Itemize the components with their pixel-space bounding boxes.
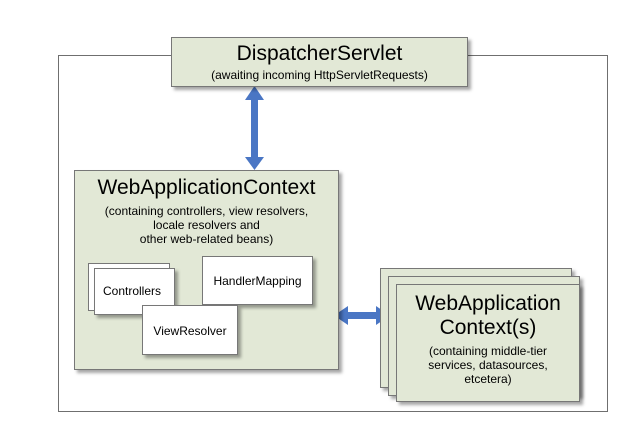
- root-context-title-line2: Context(s): [439, 316, 537, 339]
- vertical-double-arrow: [245, 86, 264, 170]
- web-context-desc-line1: (containing controllers, view resolvers,: [104, 204, 309, 218]
- web-context-desc-line2: locale resolvers and: [153, 218, 260, 232]
- root-context-desc-line2: services, datasources,: [428, 358, 548, 372]
- root-context-desc-line3: etcetera): [464, 372, 512, 386]
- root-context-title-line1: WebApplication: [415, 292, 561, 315]
- controllers-label: Controllers: [103, 284, 162, 298]
- root-web-application-context-box: WebApplication Context(s) (containing mi…: [396, 284, 580, 402]
- view-resolver-label: ViewResolver: [153, 324, 227, 338]
- web-context-title: WebApplicationContext: [97, 176, 316, 199]
- dispatcher-servlet-title: DispatcherServlet: [236, 42, 403, 65]
- dispatcher-servlet-box: DispatcherServlet (awaiting incoming Htt…: [171, 37, 468, 87]
- handler-mapping-label: HandlerMapping: [213, 274, 302, 288]
- dispatcher-servlet-subtitle: (awaiting incoming HttpServletRequests): [211, 68, 428, 82]
- web-context-desc-line3: other web-related beans): [139, 232, 274, 246]
- root-context-desc-line1: (containing middle-tier: [428, 344, 548, 358]
- view-resolver-box: ViewResolver: [142, 305, 238, 355]
- handler-mapping-box: HandlerMapping: [202, 256, 313, 305]
